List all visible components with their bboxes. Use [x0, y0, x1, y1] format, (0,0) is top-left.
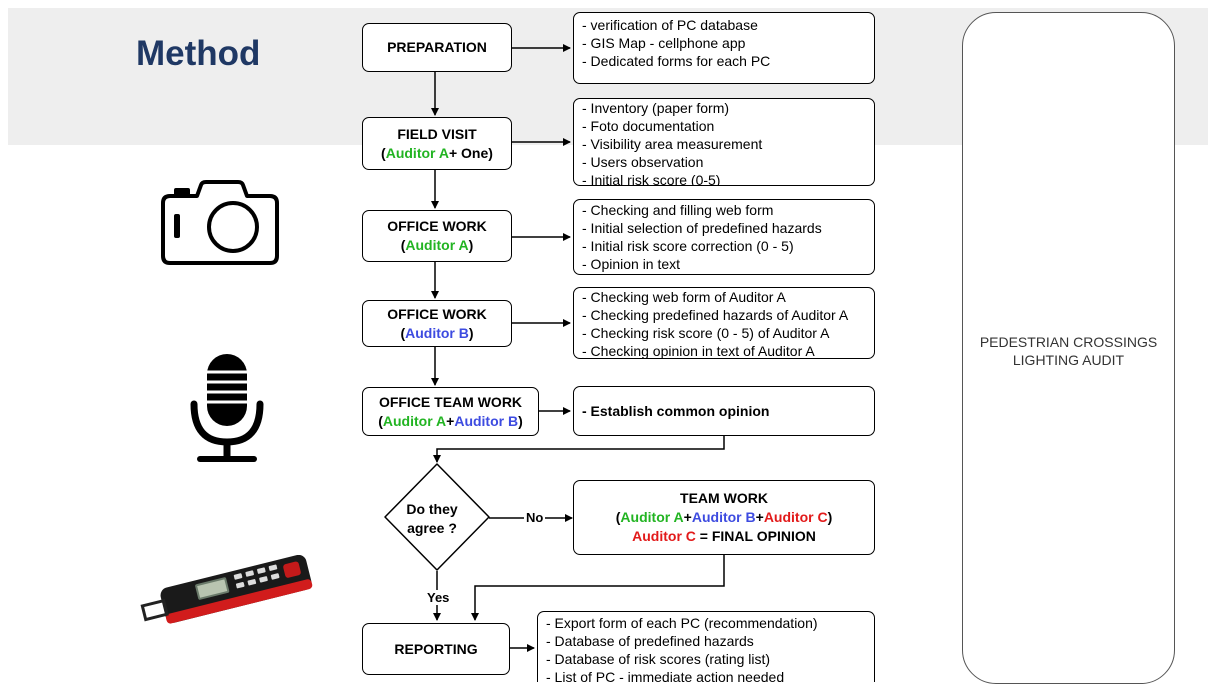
auditor-a-label: Auditor A	[382, 412, 447, 429]
note-item: - Database of predefined hazards	[546, 633, 754, 649]
step-label: OFFICE WORK	[387, 305, 487, 322]
note-item: - Establish common opinion	[582, 403, 770, 419]
step-reporting: REPORTING	[362, 623, 510, 675]
notes-preparation: - verification of PC database - GIS Map …	[573, 12, 875, 84]
step-participants: (Auditor B)	[400, 324, 474, 341]
note-item: - Inventory (paper form)	[582, 100, 730, 116]
laser-distance-meter-icon	[140, 555, 313, 624]
note-item: - Checking predefined hazards of Auditor…	[582, 307, 849, 323]
note-item: - Dedicated forms for each PC	[582, 53, 771, 69]
auditor-b-label: Auditor B	[691, 509, 756, 525]
step-participants: (Auditor A+ One)	[381, 144, 493, 161]
notes-office-work-a: - Checking and filling web form - Initia…	[573, 199, 875, 275]
note-item: - Export form of each PC (recommendation…	[546, 615, 818, 631]
decision-label: Do they agree ?	[406, 501, 458, 536]
auditor-c-label: Auditor C	[763, 509, 828, 525]
step-participants: (Auditor A+Auditor B+Auditor C)	[615, 509, 833, 525]
no-label: No	[524, 510, 546, 525]
step-label: OFFICE TEAM WORK	[378, 393, 523, 410]
note-item: - Foto documentation	[582, 118, 715, 134]
note-item: - verification of PC database	[582, 17, 758, 33]
microphone-icon	[190, 354, 264, 462]
step-office-work-b: OFFICE WORK (Auditor B)	[362, 300, 512, 347]
auditor-a-label: Auditor A	[620, 509, 684, 525]
auditor-b-label: Auditor B	[405, 324, 469, 341]
step-field-visit: FIELD VISIT (Auditor A+ One)	[362, 117, 512, 170]
camera-icon	[161, 180, 279, 265]
notes-office-work-b: - Checking web form of Auditor A - Check…	[573, 287, 875, 359]
auditor-a-label: Auditor A	[405, 237, 469, 253]
auditor-a-label: Auditor A	[385, 144, 449, 161]
note-item: - Visibility area measurement	[582, 136, 763, 152]
note-item: - Checking risk score (0 - 5) of Auditor…	[582, 325, 830, 341]
auditor-c-label: Auditor C	[632, 528, 696, 544]
side-panel: PEDESTRIAN CROSSINGS LIGHTING AUDIT	[962, 12, 1175, 684]
page-title: Method	[136, 34, 261, 73]
step-label: FIELD VISIT	[397, 125, 477, 142]
note-item: - Initial risk score (0-5)	[582, 172, 721, 186]
note-item: - Checking opinion in text of Auditor A	[582, 343, 815, 359]
final-opinion: Auditor C = FINAL OPINION	[632, 528, 816, 544]
note-item: - Initial risk score correction (0 - 5)	[582, 238, 794, 254]
step-participants: (Auditor A)	[400, 237, 474, 253]
notes-office-team-work: - Establish common opinion	[573, 386, 875, 436]
note-item: - Checking web form of Auditor A	[582, 289, 786, 305]
note-item: - List of PC - immediate action needed	[546, 669, 785, 682]
step-office-team-work: OFFICE TEAM WORK (Auditor A+Auditor B)	[362, 387, 539, 436]
note-item: - Initial selection of predefined hazard…	[582, 220, 822, 236]
step-label: OFFICE WORK	[387, 218, 487, 234]
yes-label: Yes	[425, 590, 452, 605]
notes-field-visit: - Inventory (paper form) - Foto document…	[573, 98, 875, 186]
note-item: - Database of risk scores (rating list)	[546, 651, 771, 667]
side-panel-title: PEDESTRIAN CROSSINGS LIGHTING AUDIT	[979, 334, 1158, 368]
step-label: PREPARATION	[387, 39, 487, 55]
note-item: - Users observation	[582, 154, 704, 170]
step-preparation: PREPARATION	[362, 23, 512, 72]
step-participants: (Auditor A+Auditor B)	[378, 412, 523, 429]
note-item: - Opinion in text	[582, 256, 681, 272]
step-office-work-a: OFFICE WORK (Auditor A)	[362, 210, 512, 262]
step-label: TEAM WORK	[680, 490, 768, 506]
step-team-work: TEAM WORK (Auditor A+Auditor B+Auditor C…	[573, 480, 875, 555]
notes-reporting: - Export form of each PC (recommendation…	[537, 611, 875, 682]
step-label: REPORTING	[394, 640, 478, 657]
auditor-b-label: Auditor B	[454, 412, 519, 429]
note-item: - GIS Map - cellphone app	[582, 35, 746, 51]
note-item: - Checking and filling web form	[582, 202, 774, 218]
